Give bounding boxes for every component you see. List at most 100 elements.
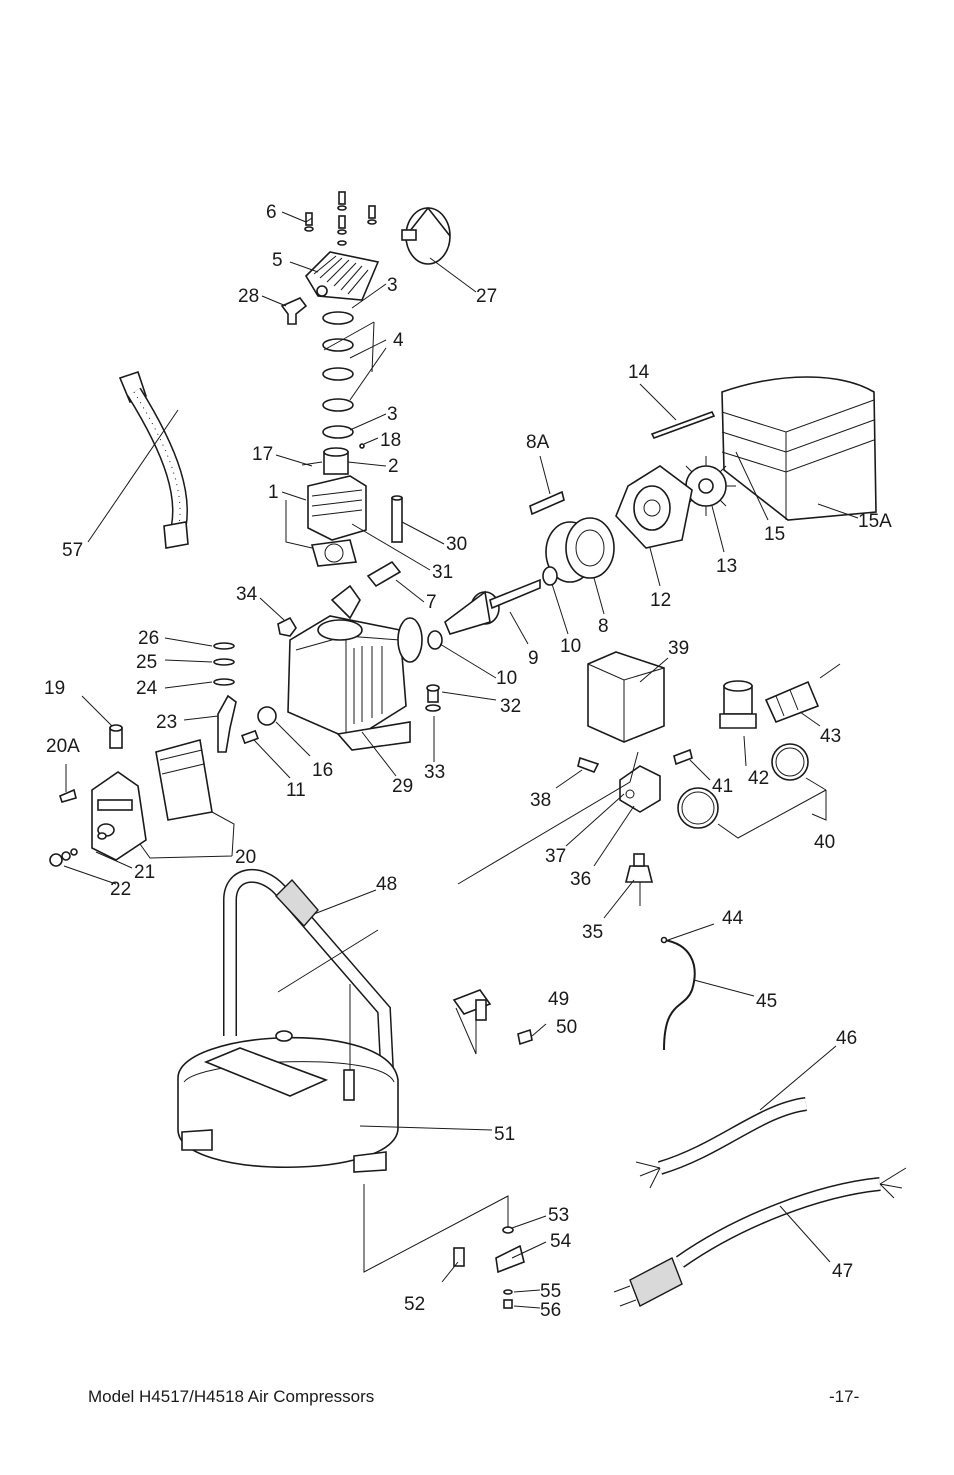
oil-plug [49, 848, 78, 867]
callout-3: 3 [387, 275, 398, 296]
callout-8A: 8A [526, 432, 550, 453]
end-bell [615, 465, 693, 549]
callout-50: 50 [556, 1017, 577, 1038]
breather-fitting [109, 724, 123, 749]
cylinder-head [304, 251, 380, 301]
callout-10: 10 [496, 668, 517, 689]
callout-30: 30 [446, 534, 467, 555]
callout-17: 17 [252, 444, 273, 465]
fan [676, 456, 736, 516]
bolt-32 [425, 684, 441, 712]
callout-47: 47 [832, 1261, 853, 1282]
tank-fitting-35 [624, 853, 654, 883]
callout-19: 19 [44, 678, 65, 699]
air-filter [401, 206, 451, 265]
brush [529, 490, 565, 516]
fan-shroud [721, 376, 877, 521]
callout-33: 33 [424, 762, 445, 783]
callout-4: 4 [393, 330, 404, 351]
screw-20A [59, 788, 77, 803]
callout-45: 45 [756, 991, 777, 1012]
callout-3: 3 [387, 404, 398, 425]
callout-49: 49 [548, 989, 569, 1010]
rotor [444, 578, 541, 635]
callout-18: 18 [380, 430, 401, 451]
callout-41: 41 [712, 776, 733, 797]
callout-25: 25 [136, 652, 157, 673]
quick-coupler [764, 680, 820, 724]
fitting-50 [517, 1028, 533, 1046]
callout-10: 10 [560, 636, 581, 657]
cylinder-head-bolts [304, 191, 377, 246]
through-bolt [650, 411, 716, 439]
connecting-rod [217, 694, 237, 753]
callout-54: 54 [550, 1231, 572, 1252]
crankcase-cover [91, 771, 147, 861]
foot-assembly [495, 1226, 525, 1309]
drain-valve-52 [453, 1247, 465, 1267]
callout-56: 56 [540, 1300, 561, 1321]
footer-page-number: -17- [829, 1387, 860, 1406]
pressure-switch [587, 651, 665, 743]
callout-32: 32 [500, 696, 521, 717]
handle [223, 868, 397, 1131]
callout-52: 52 [404, 1294, 425, 1315]
crankcase [287, 584, 423, 751]
callout-39: 39 [668, 638, 689, 659]
callout-38: 38 [530, 790, 551, 811]
cover-gasket [155, 738, 213, 821]
callout-35: 35 [582, 922, 603, 943]
callout-22: 22 [110, 879, 131, 900]
tank-valve-49 [452, 989, 492, 1021]
pressure-gauges [677, 743, 809, 829]
nut [277, 616, 297, 637]
callout-43: 43 [820, 726, 841, 747]
valve-plate-gaskets [322, 311, 365, 449]
callout-15: 15 [764, 524, 785, 545]
regulator [719, 680, 757, 729]
wrist-pin [366, 560, 402, 588]
discharge-tube [118, 370, 189, 549]
piston-rings [213, 642, 235, 686]
callout-53: 53 [548, 1205, 569, 1226]
callout-42: 42 [748, 768, 769, 789]
callout-29: 29 [392, 776, 413, 797]
power-cord [613, 1167, 907, 1307]
cylinder-sleeve [307, 475, 367, 567]
safety-valve [577, 756, 600, 774]
callout-40: 40 [814, 832, 835, 853]
callout-20: 20 [235, 847, 256, 868]
elbow-fitting [280, 297, 308, 325]
piston [301, 447, 349, 475]
callout-21: 21 [134, 862, 155, 883]
callout-31: 31 [432, 562, 453, 583]
callout-28: 28 [238, 286, 259, 307]
callout-20A: 20A [46, 736, 80, 757]
callout-7: 7 [426, 592, 437, 613]
stator [545, 517, 615, 583]
callout-46: 46 [836, 1028, 857, 1049]
tubing-45 [660, 936, 696, 1051]
check-valve-fitting [673, 748, 693, 766]
callout-2: 2 [388, 456, 399, 477]
callout-14: 14 [628, 362, 650, 383]
counterweight [257, 706, 277, 726]
callout-9: 9 [528, 648, 539, 669]
callout-48: 48 [376, 874, 397, 895]
bearings [427, 566, 558, 650]
manifold-block [619, 765, 661, 813]
callout-13: 13 [716, 556, 737, 577]
callout-44: 44 [722, 908, 744, 929]
callout-26: 26 [138, 628, 159, 649]
callout-12: 12 [650, 590, 671, 611]
callout-55: 55 [540, 1281, 561, 1302]
callout-37: 37 [545, 846, 566, 867]
footer-model-title: Model H4517/H4518 Air Compressors [88, 1387, 375, 1406]
air-tank [177, 1030, 399, 1173]
callout-11: 11 [286, 780, 306, 801]
callout-labels: 6 5 28 3 27 4 3 18 17 2 1 30 31 7 34 26 … [44, 202, 892, 1321]
callout-34: 34 [236, 584, 258, 605]
callout-27: 27 [476, 286, 497, 307]
callout-16: 16 [312, 760, 333, 781]
